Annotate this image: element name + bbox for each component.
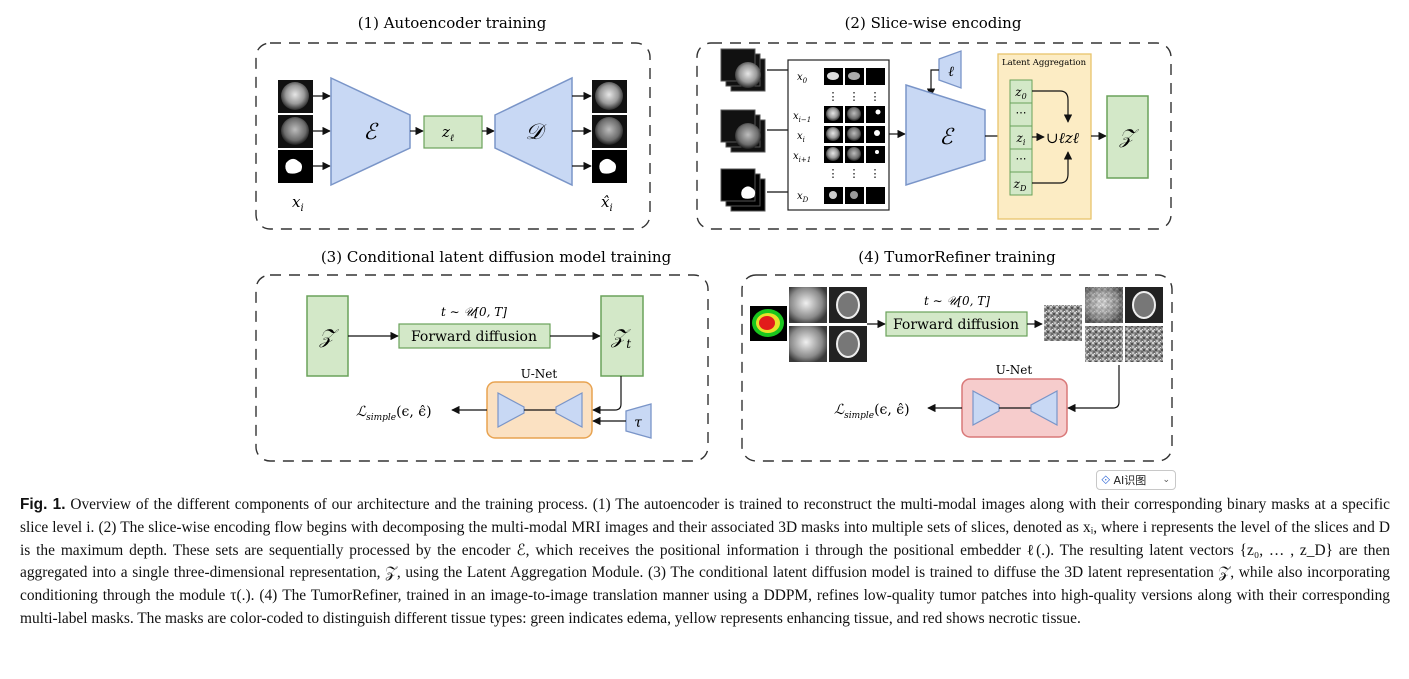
panel-autoencoder: (1) Autoencoder training xi ℰ zℓ 𝒟 (255, 14, 651, 230)
slice-xip1-label: xi+1 (793, 151, 811, 164)
t-sample-label: t ∼ 𝒰[0, T] (441, 305, 507, 319)
slice-xim1-label: xi−1 (793, 111, 811, 124)
caption-text: Overview of the different components of … (20, 496, 1391, 627)
Z-input-block (306, 295, 349, 377)
dots-1: ⋯ (1016, 106, 1027, 119)
Z-block (1106, 95, 1149, 179)
t-sample-label-4: t ∼ 𝒰[0, T] (924, 294, 990, 308)
forward-diffusion-label: Forward diffusion (411, 329, 537, 345)
recon-label: x̂i (601, 193, 613, 214)
decoder-label: 𝒟 (525, 120, 547, 145)
union-label: ∪ℓzℓ (1046, 129, 1079, 147)
unet-label: U-Net (521, 367, 558, 381)
figure-caption: Fig. 1. Overview of the different compon… (20, 494, 1390, 631)
tau-block (625, 403, 652, 439)
positional-embedder (938, 50, 962, 89)
dots-2: ⋯ (1016, 152, 1027, 165)
vdots-top-1: ⋮ (828, 90, 839, 103)
ai-recognize-label: AI识图 (1113, 474, 1147, 487)
Z-label: 𝒵 (1118, 124, 1139, 148)
input-image-stack (278, 80, 313, 183)
panel-3-border (255, 274, 709, 462)
panel-4-title: (4) TumorRefiner training (858, 248, 1056, 266)
panel-3-title: (3) Conditional latent diffusion model t… (321, 248, 672, 266)
slice-encoder-block (905, 83, 986, 187)
slice-xD-label: xD (797, 191, 809, 204)
panel-1-title: (1) Autoencoder training (358, 14, 547, 32)
positional-embedder-label: ℓ (948, 64, 954, 80)
unet-decoder-icon-4 (1030, 389, 1058, 427)
ai-recognize-button[interactable]: ⟐ AI识图 ⌄ (1096, 470, 1176, 490)
architecture-figure: (1) Autoencoder training xi ℰ zℓ 𝒟 (255, 14, 1173, 462)
ai-recognize-icon: ⟐ (1101, 472, 1111, 487)
forward-diffusion-label-4: Forward diffusion (893, 317, 1019, 333)
latent-aggregation-title: Latent Aggregation (1002, 58, 1087, 68)
vdots-bot-1: ⋮ (828, 167, 839, 180)
Zt-label: 𝒵t (610, 324, 631, 351)
slice-encoder-label: ℰ (939, 125, 955, 150)
tau-label: τ (634, 415, 642, 431)
volume-stack-middle (720, 109, 766, 153)
slice-xi-label: xi (797, 131, 805, 144)
noisy-patch-grid (1085, 287, 1163, 362)
panel-latent-diffusion: (3) Conditional latent diffusion model t… (255, 248, 709, 462)
Z-input-label: 𝒵 (318, 324, 339, 348)
volume-stack-top (720, 48, 766, 92)
tumor-mask-image (750, 306, 787, 341)
forward-diffusion-box (398, 323, 551, 349)
vdots-top-3: ⋮ (870, 90, 881, 103)
noisy-patch-small (1044, 305, 1082, 341)
slice-x0-label: x0 (797, 72, 808, 85)
Zt-block (600, 295, 644, 377)
unet-encoder-icon (497, 391, 525, 429)
decoder-block (494, 76, 573, 187)
panel-slice-encoding: (2) Slice-wise encoding x0 ⋮ (696, 14, 1172, 230)
unet-label-4: U-Net (996, 363, 1033, 377)
zD-label: zD (1013, 177, 1027, 193)
panel-4-border (741, 274, 1173, 462)
forward-diffusion-box-4 (885, 311, 1028, 337)
caption-prefix: Fig. 1. (20, 496, 66, 513)
loss-label-4: ℒsimple(ϵ, ϵ̂) (834, 402, 910, 421)
unet-decoder-icon (555, 391, 583, 429)
loss-label-3: ℒsimple(ϵ, ϵ̂) (356, 404, 432, 423)
encoder-label: ℰ (363, 120, 379, 145)
unet-encoder-icon-4 (972, 389, 1000, 427)
zi-label: zi (1016, 131, 1026, 147)
input-label: xi (292, 193, 304, 214)
latent-block (423, 115, 483, 149)
vdots-bot-2: ⋮ (849, 167, 860, 180)
z0-label: z0 (1014, 85, 1026, 101)
volume-stack-bottom (720, 168, 766, 212)
vdots-bot-3: ⋮ (870, 167, 881, 180)
encoder-block (330, 76, 411, 187)
reconstructed-image-stack (592, 80, 627, 183)
panel-1-border (255, 42, 651, 230)
vdots-top-2: ⋮ (849, 90, 860, 103)
chevron-down-icon[interactable]: ⌄ (1162, 475, 1170, 485)
panel-2-title: (2) Slice-wise encoding (845, 14, 1022, 32)
latent-label: zℓ (441, 123, 454, 144)
panel-tumor-refiner: (4) TumorRefiner training t ∼ 𝒰[0, T] Fo… (741, 248, 1173, 462)
tumor-patch-grid (789, 287, 867, 362)
